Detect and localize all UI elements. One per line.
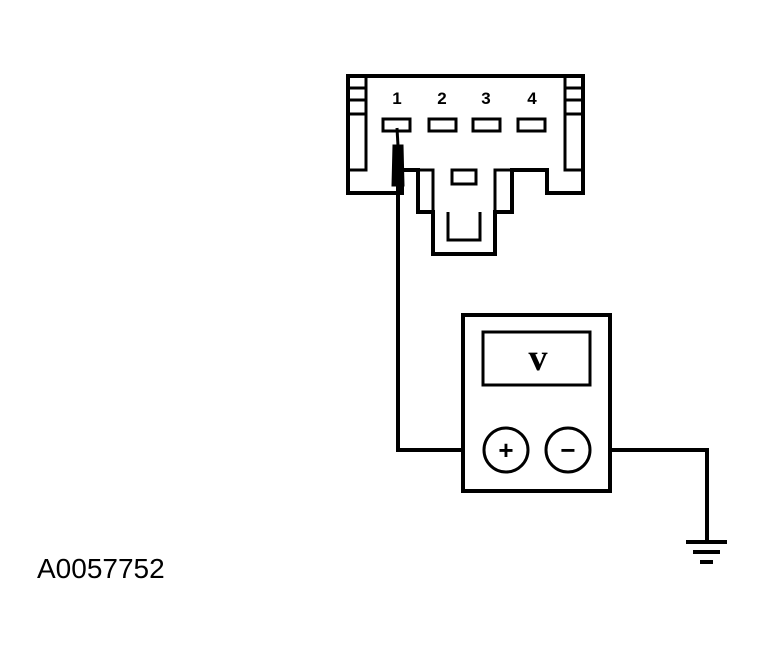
pin-label-4: 4 bbox=[527, 89, 537, 108]
connector-left-rib bbox=[348, 76, 368, 172]
ground-lead-wire bbox=[590, 448, 709, 542]
pin-label-2: 2 bbox=[437, 89, 446, 108]
voltmeter-display bbox=[481, 330, 592, 387]
pin-cavity-3 bbox=[471, 117, 502, 133]
voltmeter-symbol: v bbox=[529, 337, 548, 379]
connector-right-rib bbox=[563, 76, 583, 172]
pin-label-1: 1 bbox=[392, 89, 401, 108]
connector-key-tab bbox=[450, 168, 478, 186]
pin-cavity-4 bbox=[516, 117, 547, 133]
connector bbox=[346, 74, 585, 256]
voltmeter: v + − bbox=[461, 313, 612, 493]
pin-label-3: 3 bbox=[481, 89, 490, 108]
ground-symbol bbox=[686, 540, 727, 564]
negative-terminal bbox=[544, 426, 592, 474]
test-probe bbox=[391, 127, 405, 187]
positive-terminal bbox=[482, 426, 530, 474]
probe-lead-wire bbox=[396, 186, 485, 452]
probe-tip bbox=[395, 127, 400, 147]
figure-id-label: A0057752 bbox=[37, 553, 165, 584]
negative-terminal-symbol: − bbox=[560, 435, 575, 465]
connector-shell bbox=[346, 74, 585, 256]
pin-cavity-2 bbox=[427, 117, 458, 133]
probe-body bbox=[391, 144, 405, 187]
connector-key-channel bbox=[418, 168, 512, 242]
positive-terminal-symbol: + bbox=[498, 435, 513, 465]
